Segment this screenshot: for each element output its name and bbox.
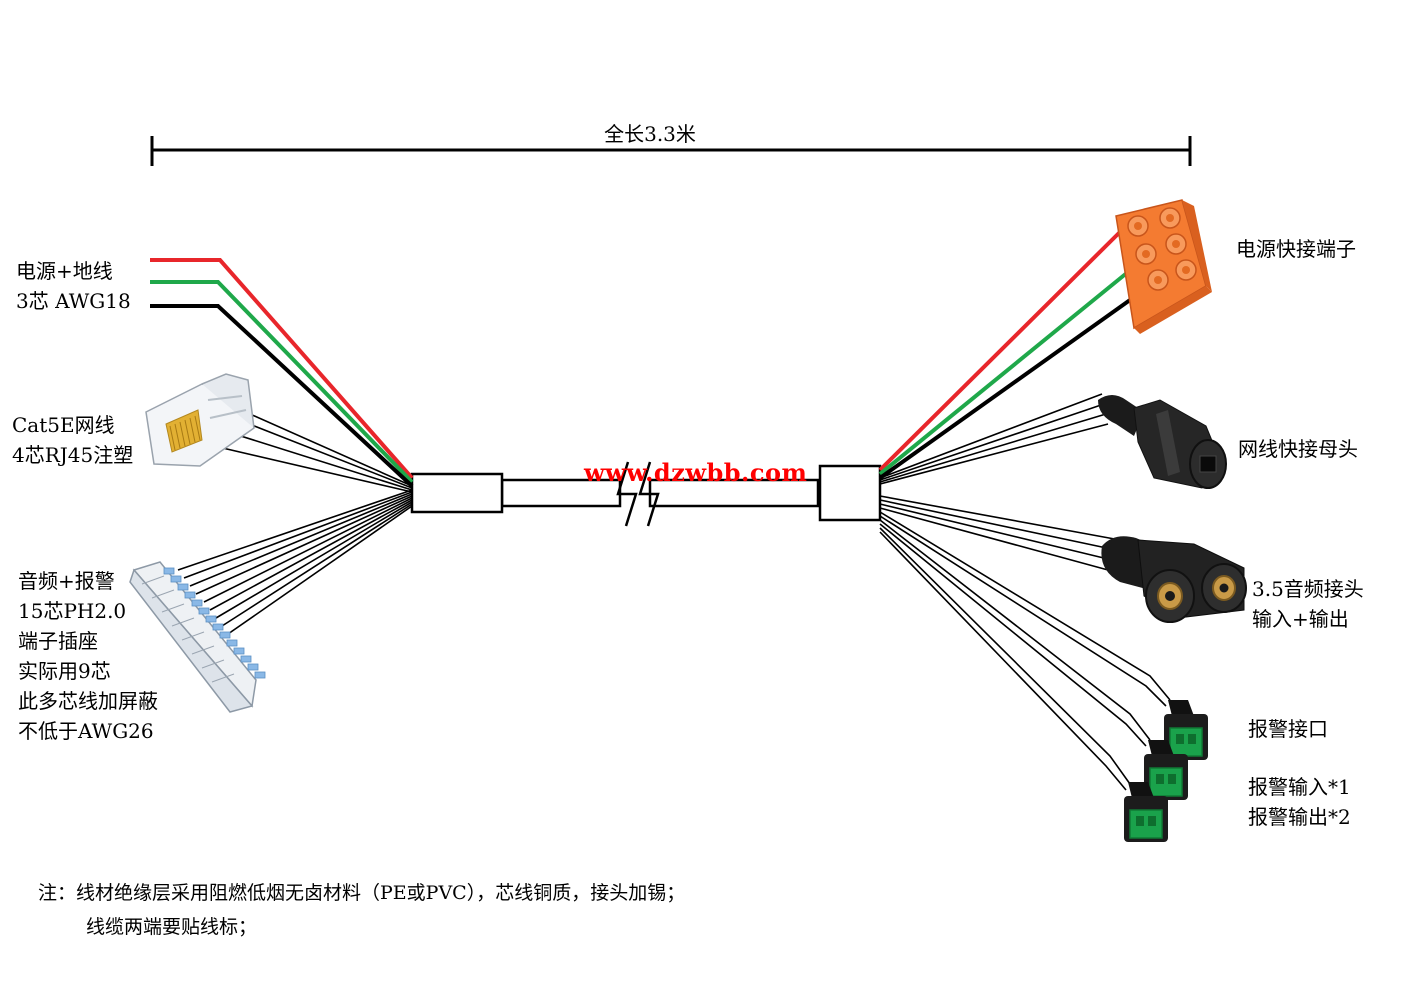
note-line-1: 注：线材绝缘层采用阻燃低烟无卤材料（PE或PVC），芯线铜质，接头加锡；: [38, 882, 686, 904]
label-line: Cat5E网线: [12, 413, 115, 437]
label-line: 报警接口: [1248, 717, 1328, 741]
label-line: 3芯 AWG18: [16, 289, 131, 313]
label-line: 15芯PH2.0: [18, 599, 127, 623]
right-power-wires: [878, 230, 1132, 480]
label-line: 报警输入*1: [1248, 775, 1351, 799]
label-line: 实际用9芯: [18, 659, 111, 683]
label-line: 端子插座: [18, 629, 98, 653]
ph20-header-icon: [129, 561, 266, 713]
left-audio-alarm-label: 音频+报警 15芯PH2.0 端子插座 实际用9芯 此多芯线加屏蔽 不低于AWG…: [18, 566, 158, 746]
length-dimension-line: [150, 136, 1192, 166]
left-audio-wires: [177, 489, 413, 635]
orange-terminal-icon: [1115, 199, 1212, 334]
total-length-label: 全长3.3米: [604, 122, 696, 146]
audio-jack-icon: [1101, 536, 1247, 623]
label-line: 不低于AWG26: [18, 719, 154, 743]
left-network-label: Cat5E网线 4芯RJ45注塑: [12, 410, 133, 470]
right-power-terminal-label: 电源快接端子: [1236, 234, 1356, 264]
label-line: 音频+报警: [18, 569, 115, 593]
right-network-jack-label: 网线快接母头: [1238, 434, 1358, 464]
label-line: 电源快接端子: [1236, 237, 1356, 261]
label-line: 3.5音频接头: [1252, 577, 1364, 601]
left-power-wires: [150, 258, 414, 488]
label-line: 网线快接母头: [1238, 437, 1358, 461]
right-cable-sleeve: [818, 464, 882, 522]
right-network-wires: [879, 393, 1109, 485]
label-line: 报警输出*2: [1248, 805, 1351, 829]
right-audio-jack-label: 3.5音频接头 输入+输出: [1252, 574, 1364, 634]
network-jack-icon: [1098, 395, 1227, 489]
label-line: 此多芯线加屏蔽: [18, 689, 158, 713]
label-line: 电源+地线: [16, 259, 113, 283]
left-power-label: 电源+地线 3芯 AWG18: [16, 256, 131, 316]
left-cable-sleeve: [410, 472, 504, 514]
right-alarm-io-label: 报警输入*1 报警输出*2: [1248, 772, 1351, 832]
right-alarm-wires: [879, 511, 1171, 791]
alarm-terminal-icon: [1124, 700, 1208, 842]
label-line: 输入+输出: [1252, 607, 1349, 631]
note-line-2: 线缆两端要贴线标；: [86, 916, 258, 938]
left-network-wires: [213, 405, 413, 493]
note-block: 注：线材绝缘层采用阻燃低烟无卤材料（PE或PVC），芯线铜质，接头加锡； 线缆两…: [38, 876, 685, 944]
watermark-text: www.dzwbb.com: [584, 458, 808, 487]
right-alarm-port-label: 报警接口: [1248, 714, 1328, 744]
label-line: 4芯RJ45注塑: [12, 443, 134, 467]
rj45-plug-icon: [145, 373, 255, 467]
main-cable: [410, 461, 882, 527]
right-audio-wires: [879, 495, 1121, 571]
